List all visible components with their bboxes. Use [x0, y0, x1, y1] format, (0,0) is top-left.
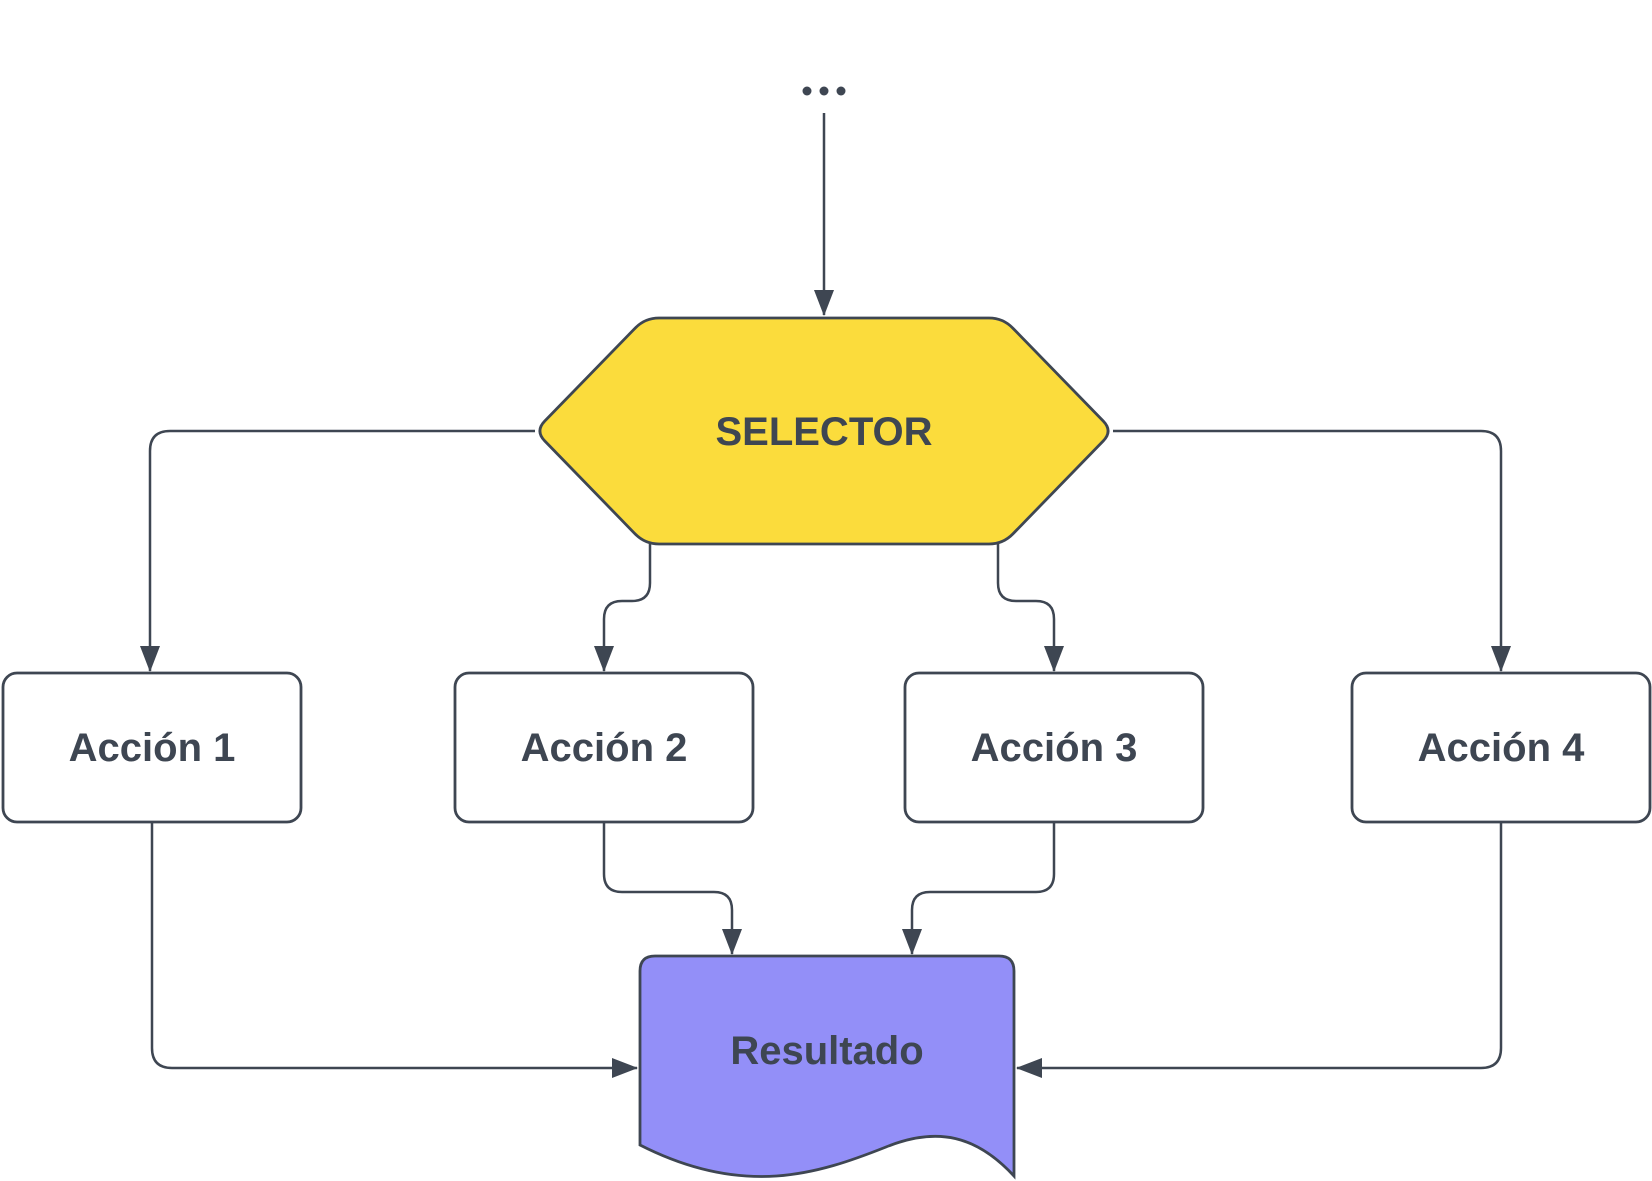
- action-4-node: Acción 4: [1350, 671, 1652, 824]
- action-1-label: Acción 1: [69, 726, 236, 770]
- action-2-node: Acción 2: [453, 671, 755, 824]
- result-label: Resultado: [730, 1029, 923, 1073]
- action-3-node: Acción 3: [903, 671, 1205, 824]
- connector-action-1-to-result: [150, 822, 638, 1078]
- result-document-shape: [638, 954, 1016, 1180]
- action-2-box: [453, 671, 755, 824]
- action-4-box: [1350, 671, 1652, 824]
- connector-action-3-to-result: [902, 822, 1056, 955]
- connector-selector-to-action-1: [140, 429, 535, 672]
- action-2-label: Acción 2: [521, 726, 688, 770]
- selector-label: SELECTOR: [715, 410, 932, 454]
- start-ellipsis: [802, 86, 846, 96]
- action-1-node: Acción 1: [1, 671, 303, 824]
- connector-selector-to-action-3: [996, 544, 1064, 672]
- action-4-label: Acción 4: [1418, 726, 1585, 770]
- result-node: Resultado: [638, 954, 1016, 1180]
- ellipsis-dot: [819, 86, 829, 96]
- action-1-box: [1, 671, 303, 824]
- action-3-box: [903, 671, 1205, 824]
- ellipsis-dot: [802, 86, 812, 96]
- action-3-label: Acción 3: [971, 726, 1138, 770]
- connector-selector-to-action-2: [594, 544, 652, 672]
- ellipsis-dot: [836, 86, 846, 96]
- connector-action-2-to-result: [602, 822, 742, 955]
- connector-selector-to-action-4: [1113, 429, 1511, 672]
- selector-hexagon-shape: [538, 316, 1110, 546]
- connector-action-4-to-result: [1016, 822, 1503, 1078]
- selector-node: SELECTOR: [538, 316, 1110, 546]
